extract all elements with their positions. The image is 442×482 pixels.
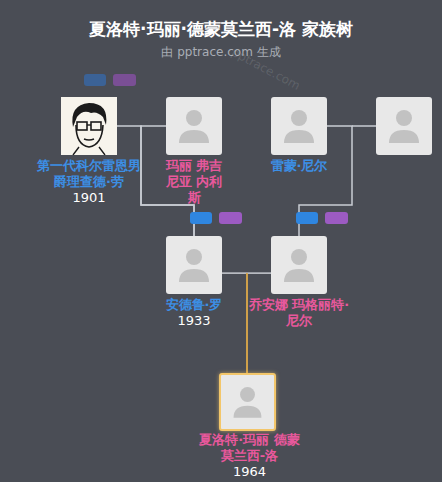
- person-name: 安德鲁·罗: [152, 297, 236, 313]
- unknown-person-box: [376, 97, 432, 155]
- person-silhouette: [221, 375, 274, 429]
- connector-segment: [222, 272, 247, 274]
- portrait-image: [61, 97, 117, 155]
- family-connector: [247, 273, 271, 373]
- name-block: 乔安娜 玛格丽特·尼尔: [247, 297, 351, 329]
- diagram-caption: 由 pptrace.com 生成: [0, 44, 442, 60]
- person-silhouette: [166, 236, 222, 294]
- family-connector: [222, 273, 247, 373]
- person-box: 乔安娜 玛格丽特·尼尔: [271, 236, 327, 294]
- person-silhouette: [166, 97, 222, 155]
- person-box: 雷蒙·尼尔: [271, 97, 327, 155]
- birth-year: 1964: [194, 464, 306, 480]
- person-name: 第一代科尔雷恩男爵理查德·劳: [33, 158, 145, 190]
- name-block: 雷蒙·尼尔: [257, 158, 341, 174]
- name-block: 第一代科尔雷恩男爵理查德·劳1901: [33, 158, 145, 206]
- person-name: 玛丽 弗吉尼亚 内利斯: [161, 158, 227, 206]
- couple-icons: [84, 74, 348, 224]
- person-box: 第一代科尔雷恩男爵理查德·劳1901: [61, 97, 117, 155]
- birth-year: 1901: [33, 190, 145, 206]
- name-block: 夏洛特·玛丽 德蒙莫兰西-洛1964: [194, 432, 306, 480]
- person-box: 安德鲁·罗1933: [166, 236, 222, 294]
- connector-segment: [246, 273, 248, 373]
- connector-segment: [246, 273, 248, 373]
- person-box: 夏洛特·玛丽 德蒙莫兰西-洛1964: [219, 373, 276, 431]
- person-name: 乔安娜 玛格丽特·尼尔: [247, 297, 351, 329]
- person-name: 夏洛特·玛丽 德蒙莫兰西-洛: [194, 432, 306, 464]
- connector-segment: [247, 272, 271, 274]
- spouse-line: [352, 125, 376, 127]
- diagram-title: 夏洛特·玛丽·德蒙莫兰西-洛 家族树: [0, 18, 442, 40]
- person-silhouette: [271, 236, 327, 294]
- birth-year: 1933: [152, 313, 236, 329]
- person-box: 玛丽 弗吉尼亚 内利斯: [166, 97, 222, 155]
- person-name: 雷蒙·尼尔: [257, 158, 341, 174]
- name-block: 安德鲁·罗1933: [152, 297, 236, 329]
- name-block: 玛丽 弗吉尼亚 内利斯: [161, 158, 227, 206]
- person-silhouette: [271, 97, 327, 155]
